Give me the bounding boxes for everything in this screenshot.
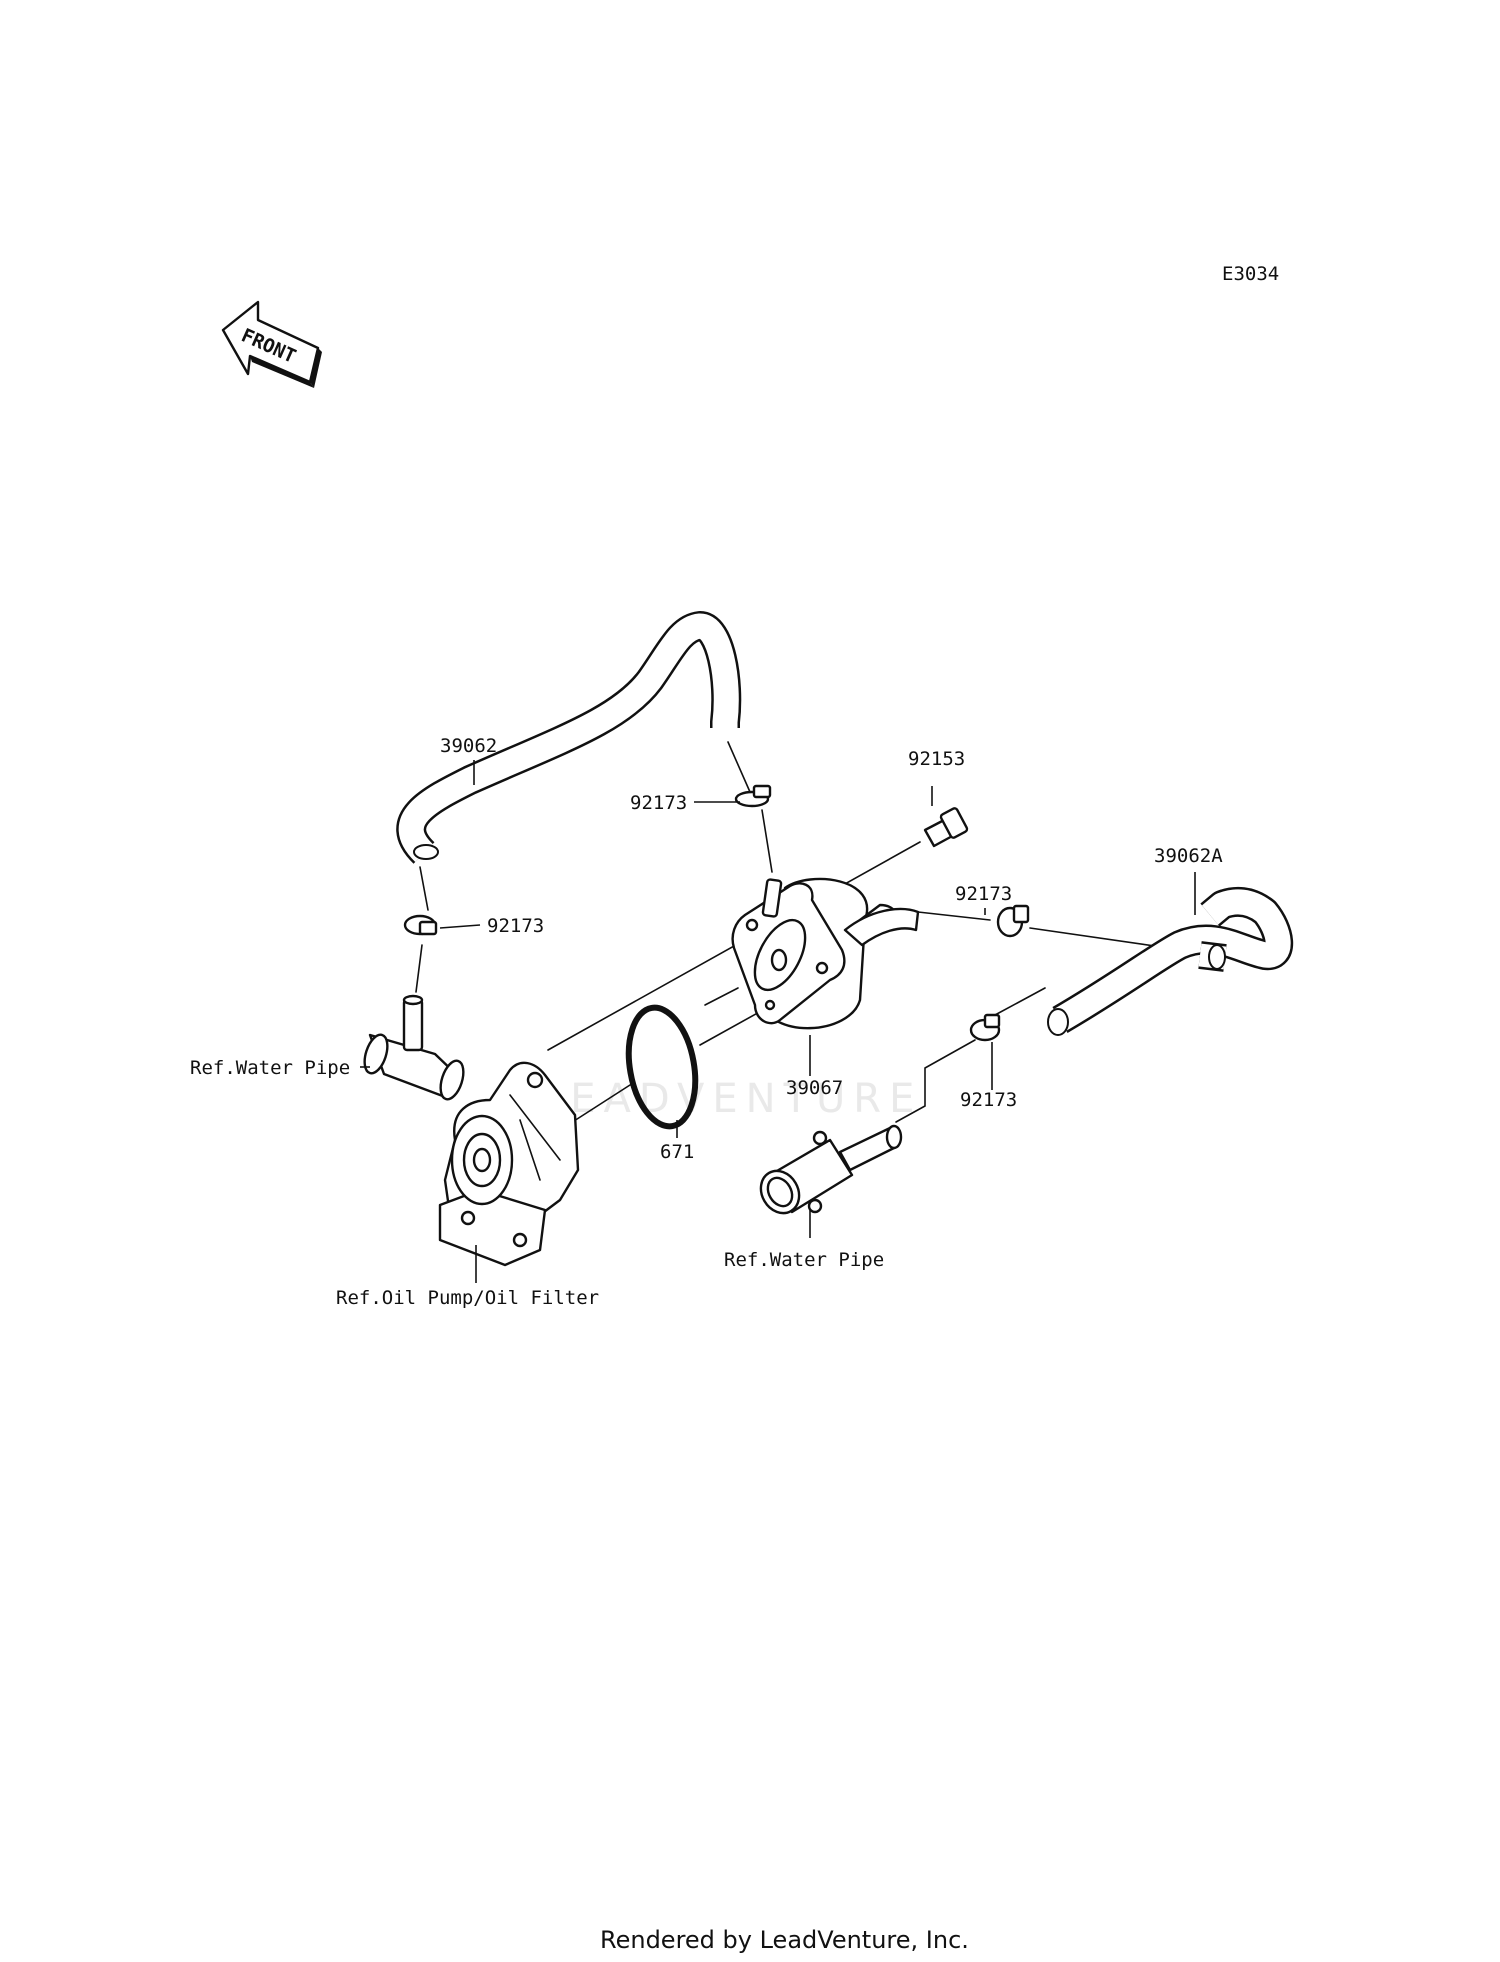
- oil-cooler-39067: [731, 877, 920, 1030]
- clamp-92173-left: [403, 914, 438, 936]
- watermark: LEADVENTURE: [540, 1076, 922, 1122]
- label-92173-right-lower: 92173: [960, 1089, 1017, 1111]
- clamp-92173-top: [734, 784, 772, 808]
- leader-lines: [360, 760, 1196, 1283]
- bolt-92153: [923, 807, 969, 848]
- oil-pump-housing: [438, 1061, 580, 1267]
- label-92173-left: 92173: [487, 915, 544, 937]
- hose-39062: [396, 611, 742, 864]
- water-pipe-right: [759, 1124, 903, 1215]
- water-pipe-left: [363, 994, 465, 1101]
- label-92173-right-upper: 92173: [955, 883, 1012, 905]
- clamp-92173-right-upper: [996, 904, 1030, 938]
- diagram-code: E3034: [1222, 263, 1279, 285]
- label-39062: 39062: [440, 735, 497, 757]
- label-ref-water-pipe-left: Ref.Water Pipe: [190, 1057, 350, 1079]
- label-39067: 39067: [786, 1077, 843, 1099]
- footer-credit: Rendered by LeadVenture, Inc.: [600, 1926, 969, 1954]
- label-92173-top: 92173: [630, 792, 687, 814]
- label-ref-water-pipe-right: Ref.Water Pipe: [724, 1249, 884, 1271]
- label-ref-oil-pump: Ref.Oil Pump/Oil Filter: [336, 1287, 599, 1309]
- clamp-92173-right-lower: [969, 1013, 1001, 1042]
- label-92153: 92153: [908, 748, 965, 770]
- oring-671: [625, 1004, 699, 1130]
- label-39062A: 39062A: [1154, 845, 1223, 867]
- label-671: 671: [660, 1141, 694, 1163]
- hose-39062A: [1047, 886, 1294, 1036]
- front-arrow-icon: FRONT: [221, 300, 322, 388]
